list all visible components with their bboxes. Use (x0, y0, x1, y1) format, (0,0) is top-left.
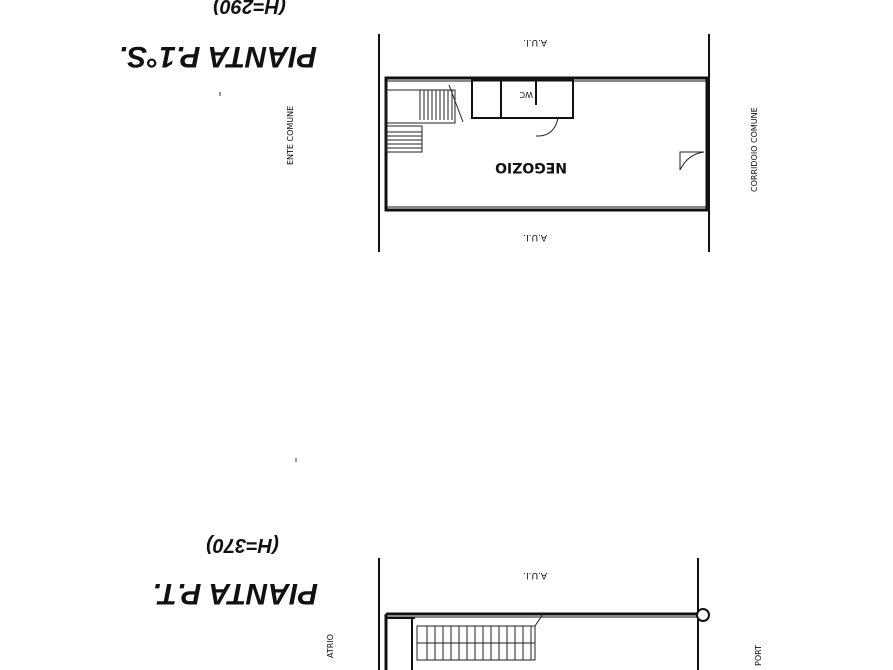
ground-plan-title: PIANTA P.T. (152, 577, 318, 610)
ground-label-top-aui: A.U.I. (523, 570, 547, 580)
upper-floor-plan: NEGOZIO WC A.U.I. A.U.I. ENTE COMUNE COR… (119, 0, 759, 252)
ground-plan-height: (H=370) (206, 534, 279, 556)
label-bottom-aui: A.U.I. (523, 232, 547, 242)
shop-outline (384, 76, 709, 212)
wc-door (535, 117, 559, 137)
label-atrio: ATRIO (326, 634, 335, 658)
label-ente-comune: ENTE COMUNE (286, 106, 295, 165)
ground-floor-plan: A.U.I. ATRIO PORT PIANTA P.T. (H=370) (152, 534, 763, 670)
staircase (385, 84, 464, 153)
wc-label: WC (519, 90, 533, 99)
upper-plan-title: PIANTA P.1°S. (119, 40, 317, 73)
room-label-negozio: NEGOZIO (495, 159, 567, 175)
label-port: PORT (754, 645, 763, 666)
upper-plan-height: (H=290) (213, 0, 286, 17)
entrance-door (679, 151, 705, 171)
column-marker (696, 608, 710, 622)
label-corridoio-comune: CORRIDOIO COMUNE (750, 107, 759, 192)
ground-staircase (416, 613, 544, 661)
label-top-aui: A.U.I. (523, 37, 547, 47)
